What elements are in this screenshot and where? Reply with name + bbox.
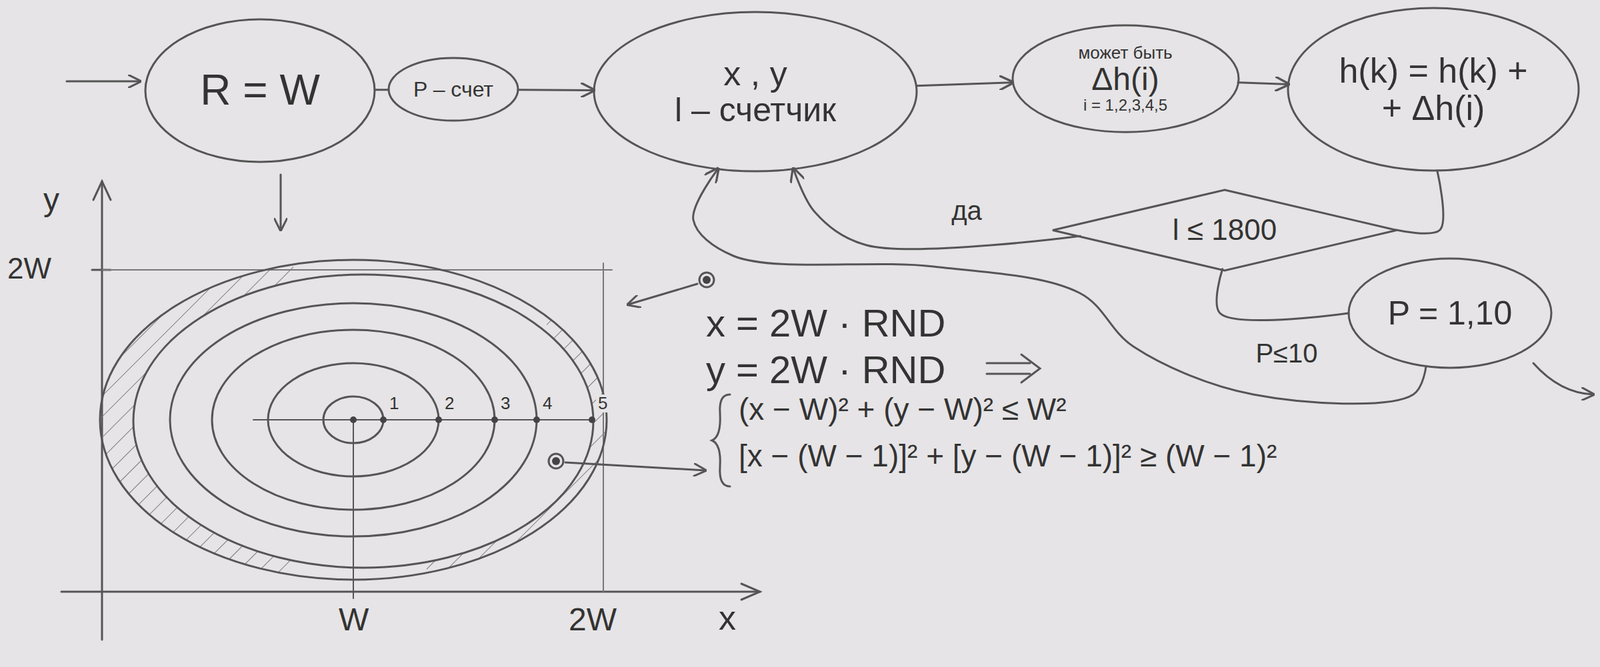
process-oval: P = 1,10 <box>1346 256 1554 370</box>
point-number: 2 <box>442 394 456 413</box>
radius-point <box>533 416 540 424</box>
node-content: P = 1,10 <box>1388 295 1513 332</box>
node-text: l – счетчик <box>674 92 836 128</box>
x-axis <box>61 591 760 594</box>
flow-connector <box>916 82 1013 86</box>
node-text: l ≤ 1800 <box>1172 214 1277 246</box>
node-content: может бытьΔh(i)i = 1,2,3,4,5 <box>1078 43 1172 114</box>
radius-point <box>491 416 498 424</box>
oval-outline <box>594 12 917 172</box>
point-number: 3 <box>498 394 512 413</box>
exit-arrow <box>1533 363 1594 395</box>
radius-point <box>588 416 596 424</box>
flow-connector <box>374 88 389 91</box>
pointer-arrow <box>628 284 698 305</box>
diamond-outline <box>1052 190 1397 271</box>
axis-label: 2W <box>5 253 54 284</box>
node-content: x , yl – счетчик <box>674 54 836 128</box>
implies-arrow <box>986 362 1030 365</box>
y-axis-head <box>93 181 111 200</box>
formula: x = 2W · RND <box>704 303 948 344</box>
axis-label: y <box>41 183 62 217</box>
process-oval: x , yl – счетчик <box>592 10 919 174</box>
decision-diamond: l ≤ 1800 <box>1051 188 1398 272</box>
node-text: P – счет <box>413 78 494 102</box>
formula: (x − W)² + (y − W)² ≤ W² <box>736 393 1069 426</box>
down-arrow <box>280 174 282 230</box>
edge-label: P≤10 <box>1251 339 1322 368</box>
node-content: l ≤ 1800 <box>1172 214 1277 246</box>
flow-connector <box>793 168 1080 250</box>
node-text: x , y <box>723 54 787 92</box>
process-oval: может бытьΔh(i)i = 1,2,3,4,5 <box>1010 23 1241 134</box>
radius-line <box>253 419 594 421</box>
pointer-arrow <box>565 462 706 471</box>
x-axis-head <box>741 584 760 600</box>
axis-label: W <box>336 603 371 637</box>
node-content: P – счет <box>413 78 494 102</box>
oval-outline <box>145 19 375 162</box>
node-text: i = 1,2,3,4,5 <box>1083 96 1168 114</box>
oval-outline <box>1288 8 1579 171</box>
flow-connector <box>1216 269 1349 321</box>
process-oval: h(k) = h(k) + + Δh(i) <box>1286 6 1581 173</box>
oval-outline <box>388 58 518 121</box>
radius-point <box>380 416 387 424</box>
flow-connector <box>693 168 1426 404</box>
node-content: R = W <box>200 67 320 114</box>
process-oval: R = W <box>143 17 377 164</box>
node-text: P = 1,10 <box>1388 295 1513 332</box>
oval-outline <box>1348 258 1552 368</box>
pointer-dot-fill <box>702 276 711 284</box>
formula: [x − (W − 1)]² + [y − (W − 1)]² ≥ (W − 1… <box>736 440 1279 472</box>
brace <box>712 394 730 487</box>
inner-circle <box>133 274 594 568</box>
center-point <box>350 416 357 424</box>
formula: y = 2W · RND <box>704 350 948 391</box>
flow-connector <box>1396 170 1444 234</box>
node-text: R = W <box>200 67 320 114</box>
flow-connector <box>518 88 594 92</box>
radius-point <box>435 416 442 424</box>
pointer-dot <box>699 272 714 288</box>
point-number: 5 <box>596 394 610 413</box>
node-text: h(k) = h(k) + + Δh(i) <box>1333 52 1534 127</box>
axis-label: 2W <box>566 603 619 637</box>
center-line <box>352 420 354 599</box>
flow-connector <box>1238 82 1288 85</box>
edge-label: да <box>947 196 986 225</box>
node-text: может быть <box>1078 43 1172 62</box>
oval-outline <box>1012 25 1239 132</box>
axis-label: x <box>716 600 738 637</box>
implies-arrow <box>1021 354 1040 383</box>
node-text: Δh(i) <box>1091 62 1159 97</box>
node-content: h(k) = h(k) + + Δh(i) <box>1333 52 1534 127</box>
input-arrow <box>66 80 140 83</box>
point-number: 4 <box>540 394 554 413</box>
point-number: 1 <box>387 394 401 413</box>
implies-arrow <box>986 373 1030 376</box>
pointer-dot <box>548 454 564 469</box>
frame-line <box>102 269 612 271</box>
pointer-dot-fill <box>552 457 560 466</box>
process-oval: P – счет <box>386 56 520 123</box>
